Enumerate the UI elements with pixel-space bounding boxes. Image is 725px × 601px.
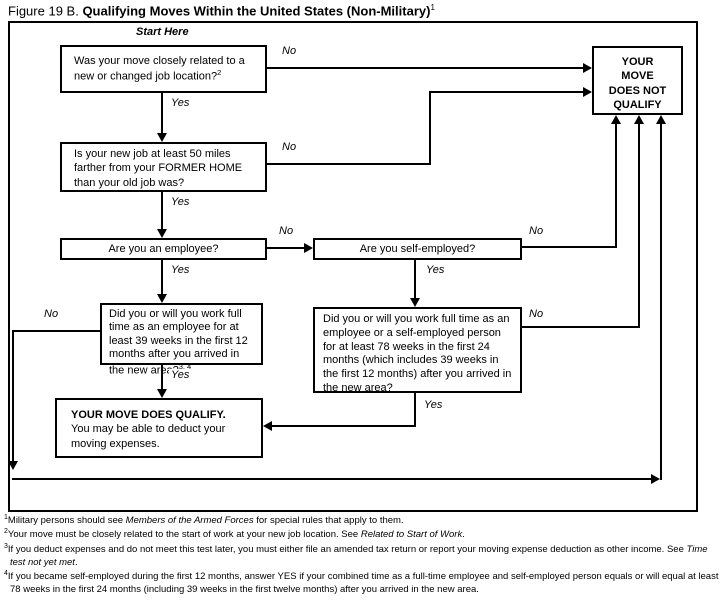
edge-label-q5-yes: Yes	[169, 369, 192, 381]
arrowhead-into-notqualify-bottom-1	[611, 115, 621, 124]
footnote-1-text: Military persons should see	[7, 515, 126, 527]
connector-q5-no-vertical	[12, 330, 14, 461]
flowchart-border	[8, 21, 698, 512]
connector-q6-no-vertical	[638, 124, 640, 328]
node-question-self-employed: Are you self-employed?	[313, 238, 522, 260]
connector-q2-yes-q3	[161, 192, 163, 229]
node-question-39-weeks: Did you or will you work full time as an…	[100, 303, 263, 376]
arrowhead-into-notqualify-2	[583, 87, 592, 97]
edge-label-q1-no: No	[280, 45, 299, 57]
connector-q3-yes-q5	[161, 260, 163, 294]
footnote-3-italic: Time test not yet met	[10, 543, 708, 568]
arrowhead-into-qualify-right	[263, 421, 272, 431]
footnotes: 1Military persons should see Members of …	[4, 513, 720, 596]
figure-title-prefix: Figure 19 B.	[8, 3, 83, 19]
arrowhead-into-q6	[410, 298, 420, 307]
node-question-job-location-text: Was your move closely related to a new o…	[74, 55, 245, 83]
arrowhead-into-q3	[157, 229, 167, 238]
arrowhead-into-notqualify-bottom-3	[656, 115, 666, 124]
footnote-2-sup: 2	[4, 528, 8, 536]
connector-q4-no-horizontal	[522, 246, 617, 248]
node-question-78-weeks-text: Did you or will you work full time as an…	[323, 313, 512, 394]
node-result-qualify: YOUR MOVE DOES QUALIFY. You may be able …	[55, 398, 263, 458]
arrowhead-bottom-right	[651, 474, 660, 484]
figure-title-main: Qualifying Moves Within the United State…	[82, 3, 431, 19]
edge-label-q3-no: No	[277, 225, 296, 237]
figure-title-superscript: 1	[430, 3, 435, 12]
node-question-78-weeks: Did you or will you work full time as an…	[313, 307, 522, 394]
footnote-3-text: If you deduct expenses and do not meet t…	[7, 543, 687, 555]
node-question-50-miles: Is your new job at least 50 miles farthe…	[60, 142, 267, 192]
arrowhead-into-qualify-top	[157, 389, 167, 398]
connector-q4-no-vertical	[615, 124, 617, 248]
connector-q6-yes-vertical	[414, 393, 416, 426]
edge-label-q1-yes: Yes	[169, 97, 192, 109]
footnote-2-italic: Related to Start of Work	[360, 529, 463, 541]
footnote-3-post: .	[74, 556, 78, 568]
arrowhead-into-q2	[157, 133, 167, 142]
footnote-2: 2Your move must be closely related to th…	[4, 527, 720, 541]
connector-q6-yes-horizontal	[272, 425, 416, 427]
arrowhead-into-notqualify-1	[583, 63, 592, 73]
node-question-job-location: Was your move closely related to a new o…	[60, 45, 267, 93]
footnote-3: 3If you deduct expenses and do not meet …	[4, 542, 720, 569]
connector-q2-no-vertical	[429, 91, 431, 165]
figure-title: Figure 19 B. Qualifying Moves Within the…	[8, 3, 435, 18]
footnote-1: 1Military persons should see Members of …	[4, 513, 720, 527]
start-here-label: Start Here	[136, 26, 189, 38]
connector-q4-yes-q6	[414, 260, 416, 298]
connector-q5-no-horizontal	[12, 330, 100, 332]
arrowhead-q5-no-down	[8, 461, 18, 470]
node-result-not-qualify: YOUR MOVE DOES NOT QUALIFY	[592, 46, 683, 115]
footnote-1-italic: Members of the Armed Forces	[125, 515, 254, 527]
arrowhead-into-q5	[157, 294, 167, 303]
node-result-qualify-body: You may be able to deduct your moving ex…	[71, 423, 226, 450]
node-question-39-weeks-sup: 3, 4	[178, 361, 192, 371]
footnote-3-sup: 3	[4, 542, 8, 550]
connector-q3-no-q4	[267, 247, 304, 249]
edge-label-q4-yes: Yes	[424, 264, 447, 276]
connector-q1-yes-q2	[161, 93, 163, 134]
footnote-4-text: If you became self-employed during the f…	[7, 571, 719, 596]
node-question-employee-text: Are you an employee?	[108, 243, 219, 255]
edge-label-q6-yes: Yes	[422, 399, 445, 411]
arrowhead-into-notqualify-bottom-2	[634, 115, 644, 124]
footnote-2-text: Your move must be closely related to the…	[7, 529, 361, 541]
connector-q2-no-horizontal2	[431, 91, 584, 93]
node-question-self-employed-text: Are you self-employed?	[359, 243, 476, 255]
connector-q6-no-horizontal	[522, 326, 640, 328]
connector-bottom-horizontal	[12, 478, 651, 480]
footnote-4-sup: 4	[4, 569, 8, 577]
connector-q1-no	[267, 67, 584, 69]
footnote-1-post: for special rules that apply to them.	[253, 515, 404, 527]
edge-label-q5-no: No	[42, 308, 61, 320]
arrowhead-into-q4	[304, 243, 313, 253]
connector-q5-yes-qualify	[161, 365, 163, 389]
footnote-1-sup: 1	[4, 514, 8, 521]
node-result-qualify-heading: YOUR MOVE DOES QUALIFY.	[71, 409, 226, 421]
edge-label-q2-no: No	[280, 141, 299, 153]
connector-bottom-vertical	[660, 124, 662, 480]
node-question-job-location-sup: 2	[217, 68, 222, 78]
node-question-employee: Are you an employee?	[60, 238, 267, 260]
footnote-2-post: .	[462, 529, 465, 541]
edge-label-q3-yes: Yes	[169, 264, 192, 276]
edge-label-q4-no: No	[527, 225, 546, 237]
edge-label-q6-no: No	[527, 308, 546, 320]
node-question-50-miles-text: Is your new job at least 50 miles farthe…	[74, 148, 243, 189]
edge-label-q2-yes: Yes	[169, 196, 192, 208]
footnote-4: 4If you became self-employed during the …	[4, 569, 720, 596]
connector-q2-no-horizontal	[267, 163, 431, 165]
